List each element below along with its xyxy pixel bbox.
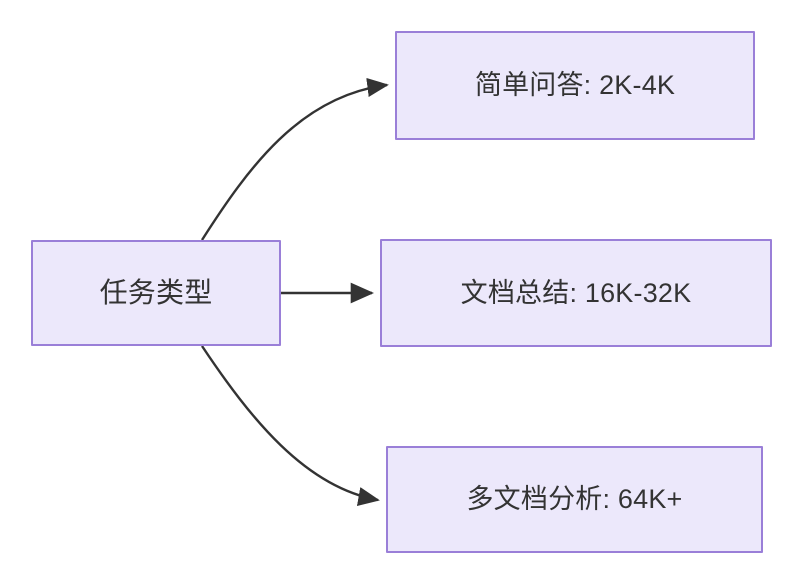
edge-root-to-simple-qa [200, 77, 389, 241]
node-simple-qa[interactable]: 简单问答: 2K-4K [395, 31, 755, 140]
node-task-type-label: 任务类型 [99, 277, 213, 309]
node-doc-summary[interactable]: 文档总结: 16K-32K [380, 239, 772, 347]
node-multi-doc[interactable]: 多文档分析: 64K+ [386, 446, 763, 553]
node-doc-summary-label: 文档总结: 16K-32K [460, 277, 692, 308]
node-simple-qa-label: 简单问答: 2K-4K [474, 70, 676, 101]
edge-root-to-multi-doc [201, 345, 380, 506]
node-multi-doc-label: 多文档分析: 64K+ [466, 484, 683, 515]
node-task-type[interactable]: 任务类型 [31, 240, 281, 346]
